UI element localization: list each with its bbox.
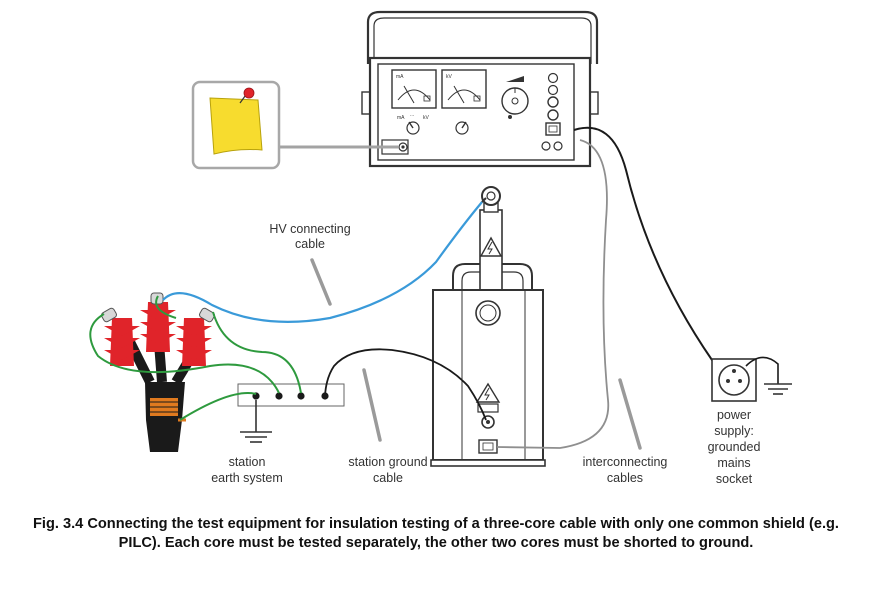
svg-text:interconnecting: interconnecting — [583, 455, 668, 469]
fuse-icon — [553, 141, 563, 151]
indicator-lamps — [508, 72, 559, 121]
switch-mark-2: ... — [410, 112, 414, 118]
switch-mark-1: mA — [397, 115, 405, 121]
switch-mark-3: kV — [423, 115, 430, 121]
svg-text:HV connecting: HV connecting — [269, 222, 350, 236]
svg-text:grounded: grounded — [708, 440, 761, 454]
power-supply-socket — [711, 356, 779, 402]
figure-caption: Fig. 3.4 Connecting the test equipment f… — [33, 516, 839, 551]
hv-warning-icon — [475, 382, 501, 403]
label-hv-cable: HV connecting cable — [269, 222, 350, 251]
svg-text:socket: socket — [716, 472, 753, 486]
leader-lines — [310, 258, 642, 450]
svg-text:earth system: earth system — [211, 471, 283, 485]
voltage-regulator-dial — [501, 76, 529, 115]
range-switch: mA ... kV — [397, 112, 430, 135]
svg-text:cable: cable — [295, 237, 325, 251]
kilovolt-meter: kV — [441, 69, 487, 109]
fuse-icon — [541, 141, 551, 151]
svg-text:station ground: station ground — [348, 455, 427, 469]
hv-connecting-cable — [162, 201, 483, 323]
svg-text:power: power — [717, 408, 751, 422]
mains-supply-cable — [573, 126, 741, 383]
label-ground-cable: station ground cable — [348, 455, 427, 485]
station-ground-cable — [324, 348, 487, 421]
pin-head — [243, 87, 255, 99]
sticky-note — [191, 80, 281, 170]
panel-mains-socket — [545, 122, 561, 136]
svg-text:cable: cable — [373, 471, 403, 485]
hv-transformer-unit — [430, 186, 546, 467]
meter-left-unit: mA — [396, 74, 404, 80]
interconnecting-cable-grey — [496, 139, 610, 449]
meter-right-unit: kV — [446, 74, 453, 80]
milliampere-meter: mA — [391, 69, 437, 109]
earth-bar — [237, 383, 345, 407]
mains-ground-icon — [764, 383, 792, 395]
svg-text:station: station — [229, 455, 266, 469]
label-earth-system: station earth system — [211, 455, 283, 485]
svg-text:mains: mains — [717, 456, 750, 470]
svg-text:supply:: supply: — [714, 424, 754, 438]
svg-text:cables: cables — [607, 471, 643, 485]
shorting-wires — [89, 295, 302, 421]
control-unit: mA kV mA ... kV — [361, 10, 599, 168]
hv-warning-icon — [479, 236, 503, 257]
earth-ground-icon — [240, 400, 272, 443]
label-interconnecting-cables: interconnecting cables — [583, 455, 668, 485]
cable-termination — [101, 292, 215, 452]
label-power-supply: power supply: grounded mains socket — [708, 408, 761, 486]
